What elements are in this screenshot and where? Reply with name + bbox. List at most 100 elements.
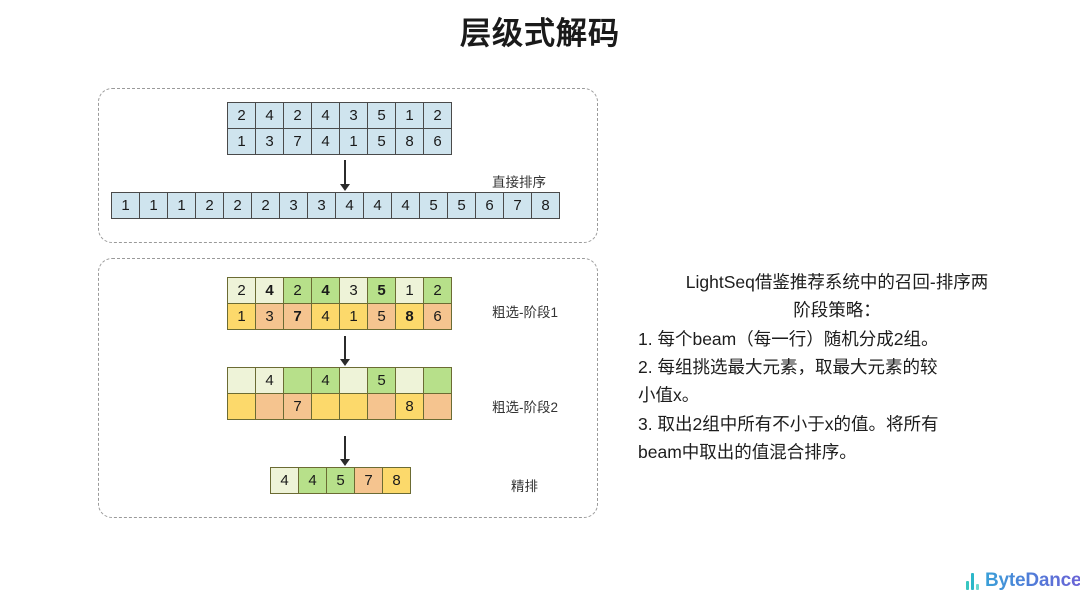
page-title: 层级式解码	[460, 16, 620, 51]
desc-line-2: 阶段策略：	[793, 300, 881, 321]
hierarchical-panel	[98, 258, 598, 518]
sorted-cell: 1	[167, 192, 196, 219]
desc-line-6: 3. 取出2组中所有不小于x的值。将所有	[638, 413, 939, 434]
bytedance-logo: ByteDance	[966, 570, 1080, 592]
sorted-cell: 5	[419, 192, 448, 219]
stage2-cell	[339, 367, 368, 394]
sorted-cell: 4	[335, 192, 364, 219]
direct-sort-panel	[98, 88, 598, 243]
label-stage2: 粗选-阶段2	[492, 400, 559, 415]
input-beam-cell: 6	[423, 128, 452, 155]
stage1-cell: 1	[227, 303, 256, 330]
input-beam-cell: 1	[227, 128, 256, 155]
desc-line-1: LightSeq借鉴推荐系统中的召回-排序两	[685, 272, 989, 292]
final-cell: 4	[270, 467, 299, 494]
stage2-cell	[227, 367, 256, 394]
stage2-cell	[423, 393, 452, 420]
sorted-cell: 8	[531, 192, 560, 219]
label-direct-sort: 直接排序	[492, 175, 546, 190]
arrow-head	[340, 359, 350, 366]
input-beam-cell: 4	[255, 102, 284, 129]
sorted-cell: 7	[503, 192, 532, 219]
input-beam-cell: 4	[311, 102, 340, 129]
arrow-stem	[344, 336, 346, 360]
input-beam-cell: 8	[395, 128, 424, 155]
input-beam-cell: 3	[339, 102, 368, 129]
description-block: LightSeq借鉴推荐系统中的召回-排序两 阶段策略： 1. 每个beam（每…	[638, 268, 1036, 466]
stage2-cell	[367, 393, 396, 420]
final-cell: 8	[382, 467, 411, 494]
stage2-cell	[339, 393, 368, 420]
sorted-cell: 4	[391, 192, 420, 219]
stage2-cell	[255, 393, 284, 420]
sorted-cell: 2	[195, 192, 224, 219]
stage2-cell	[283, 367, 312, 394]
input-beam-cell: 2	[423, 102, 452, 129]
stage1-cell: 8	[395, 303, 424, 330]
input-beam-cell: 4	[311, 128, 340, 155]
stage1-cell: 2	[423, 277, 452, 304]
arrow-direct-sort	[339, 160, 351, 191]
label-final-rerank: 精排	[511, 479, 538, 494]
stage2-cell	[311, 393, 340, 420]
desc-line-7: beam中取出的值混合排序。	[638, 442, 857, 463]
label-stage1: 粗选-阶段1	[492, 305, 559, 320]
stage2-cell: 4	[255, 367, 284, 394]
stage1-cell: 4	[255, 277, 284, 304]
stage2-cell: 4	[311, 367, 340, 394]
logo-wordmark: ByteDance	[985, 570, 1080, 591]
sorted-cell: 1	[111, 192, 140, 219]
arrow-head	[340, 184, 350, 191]
stage1-cell: 4	[311, 303, 340, 330]
input-beam-cell: 5	[367, 128, 396, 155]
stage1-cell: 4	[311, 277, 340, 304]
desc-line-3: 1. 每个beam（每一行）随机分成2组。	[638, 328, 939, 349]
input-beam-cell: 7	[283, 128, 312, 155]
sorted-cell: 6	[475, 192, 504, 219]
stage1-cell: 1	[395, 277, 424, 304]
arrow-stem	[344, 160, 346, 185]
sorted-cell: 1	[139, 192, 168, 219]
input-beam-cell: 2	[283, 102, 312, 129]
final-cell: 5	[326, 467, 355, 494]
sorted-cell: 3	[307, 192, 336, 219]
stage1-cell: 3	[255, 303, 284, 330]
input-beam-cell: 5	[367, 102, 396, 129]
sorted-cell: 2	[223, 192, 252, 219]
stage1-cell: 5	[367, 277, 396, 304]
arrow-head	[340, 459, 350, 466]
stage1-cell: 2	[283, 277, 312, 304]
desc-line-4: 2. 每组挑选最大元素，取最大元素的较	[638, 357, 938, 378]
input-beam-cell: 1	[339, 128, 368, 155]
stage1-cell: 7	[283, 303, 312, 330]
input-beam-cell: 2	[227, 102, 256, 129]
sorted-cell: 4	[363, 192, 392, 219]
arrow-stem	[344, 436, 346, 460]
stage2-cell: 7	[283, 393, 312, 420]
stage1-cell: 5	[367, 303, 396, 330]
stage2-cell	[227, 393, 256, 420]
input-beam-cell: 3	[255, 128, 284, 155]
stage2-cell: 8	[395, 393, 424, 420]
stage2-cell	[395, 367, 424, 394]
stage1-cell: 6	[423, 303, 452, 330]
stage1-cell: 2	[227, 277, 256, 304]
stage1-cell: 1	[339, 303, 368, 330]
arrow-stage2-to-final	[339, 436, 351, 466]
bars-icon	[966, 572, 979, 590]
desc-line-5: 小值x。	[638, 385, 700, 406]
final-cell: 4	[298, 467, 327, 494]
